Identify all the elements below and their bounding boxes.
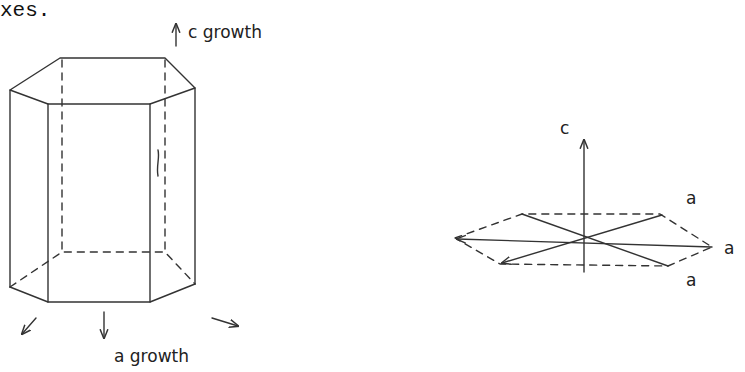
axis-label: a bbox=[724, 240, 734, 257]
growth-label: a growth bbox=[114, 348, 189, 365]
growth-label: c growth bbox=[188, 24, 262, 41]
axis-label: a bbox=[686, 190, 696, 207]
cut-off-text: xes. bbox=[0, 0, 50, 21]
axis-label: c bbox=[560, 120, 569, 137]
axis-label: a bbox=[686, 272, 696, 289]
